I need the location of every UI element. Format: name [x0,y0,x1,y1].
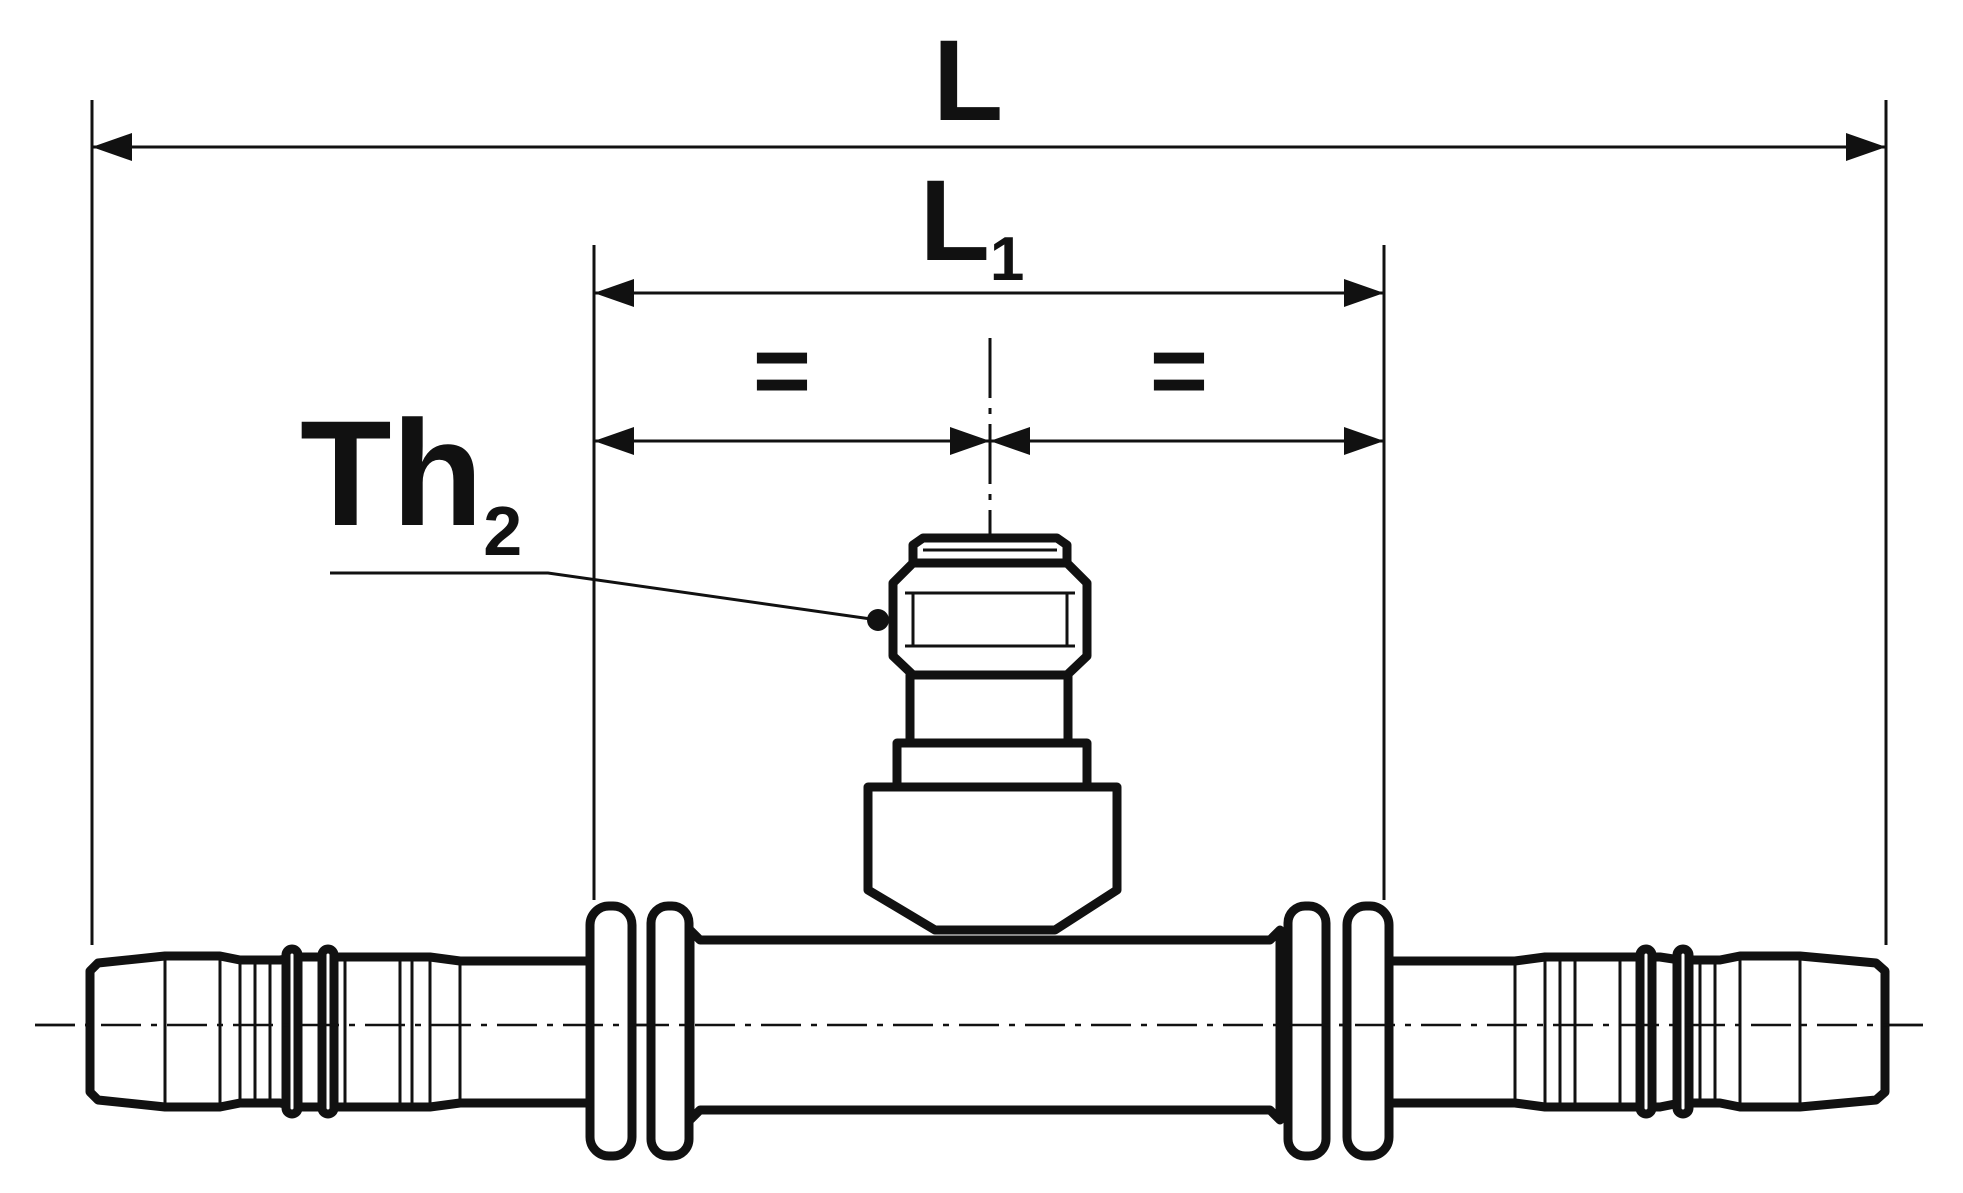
thread-leader-dot [867,609,889,631]
equal-right-label: = [1150,315,1208,427]
right-hose-tail [1384,944,1890,1119]
thread-label: Th2 [300,389,522,570]
thread-callout: Th2 [300,389,889,631]
thread-leader-line [330,571,879,622]
overall-length-dimension: L [90,17,1888,945]
equal-left-label: = [753,315,811,427]
overall-length-label: L [933,17,1003,145]
thread-subscript: 2 [483,492,522,570]
left-hose-tail [85,944,595,1119]
center-length-subscript: 1 [990,225,1024,294]
branch-outlet [863,533,1122,935]
center-length-dimension: L1 [592,157,1386,900]
center-length-label: L1 [920,157,1025,294]
main-run-body [585,901,1394,1161]
